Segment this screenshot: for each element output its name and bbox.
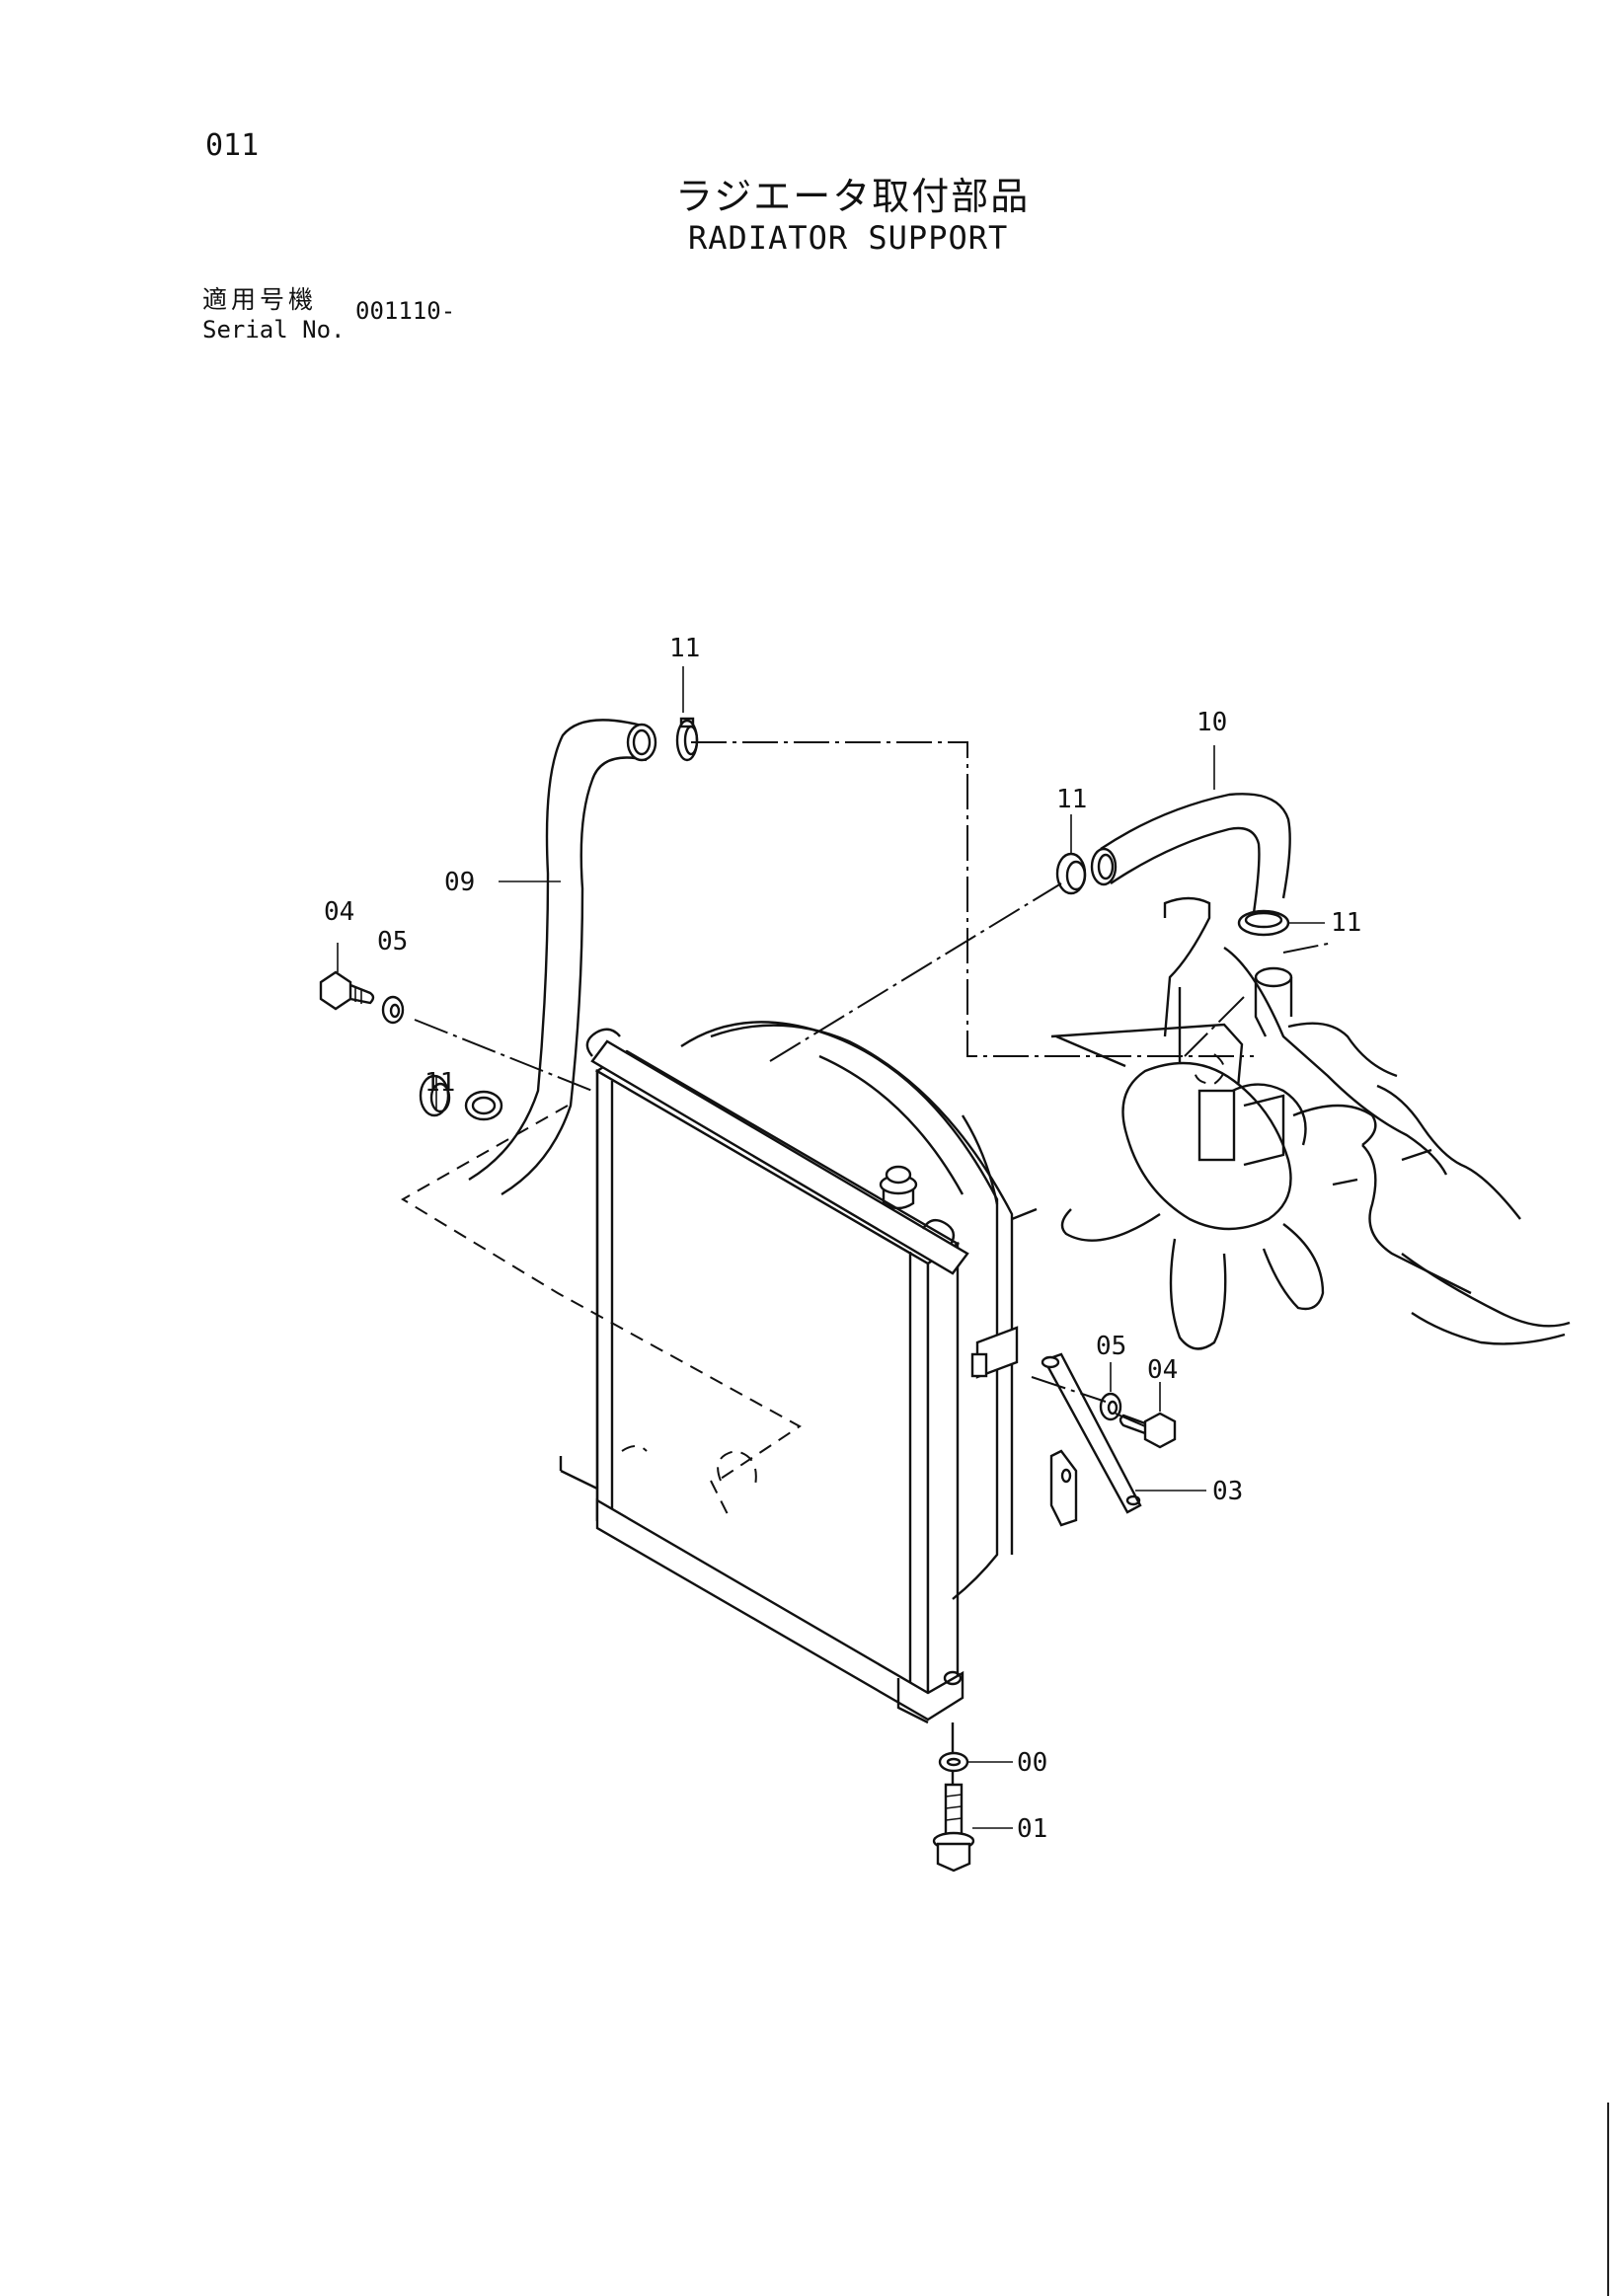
clamp-11-right [1237,909,1290,937]
serial-label-jp: 適用号機 [202,285,318,314]
washer-00 [938,1751,969,1773]
serial-value: 001110- [355,297,456,325]
clamp-11-left [419,1074,451,1117]
callout-10: 10 [1196,708,1227,737]
callout-03: 03 [1212,1477,1243,1506]
callout-09: 09 [444,868,475,897]
callout-11-upper-mid: 11 [1056,785,1087,814]
callout-11-left: 11 [424,1068,455,1098]
washer-05-left [381,995,405,1025]
callout-leaders [337,666,1325,1829]
hose-10 [1090,793,1291,914]
bolt-01 [932,1783,975,1873]
stay-bar-03 [1041,1352,1142,1527]
page-number: 011 [205,128,260,163]
callout-05-right: 05 [1096,1332,1126,1361]
callout-01: 01 [1017,1814,1047,1844]
assembly-lines [401,741,1334,1785]
callout-00: 00 [1017,1748,1047,1778]
callout-04-right: 04 [1147,1355,1178,1385]
serial-label-en: Serial No. [202,316,346,344]
washer-05-right [1099,1392,1122,1421]
radiator-cap [879,1165,918,1210]
page-title-en: RADIATOR SUPPORT [688,219,1009,257]
callout-04-left: 04 [324,897,354,927]
fan-shroud [680,1021,1038,1600]
callout-05-left: 05 [377,927,408,957]
engine-block [1050,896,1571,1350]
bolt-04-left [319,970,375,1011]
radiator-core [559,1028,969,1724]
clamp-11-mid [1055,852,1087,895]
callout-11-top: 11 [669,634,700,663]
scan-edge-line [1607,2103,1609,2296]
hose-09 [464,719,657,1196]
page-title-jp: ラジエータ取付部品 [675,175,1031,218]
callout-labels: 11 10 11 11 09 04 05 11 05 04 03 00 01 [324,634,1361,1844]
clamp-11-top [675,717,699,762]
bolt-04-right [1119,1412,1177,1449]
callout-11-right: 11 [1331,908,1361,938]
